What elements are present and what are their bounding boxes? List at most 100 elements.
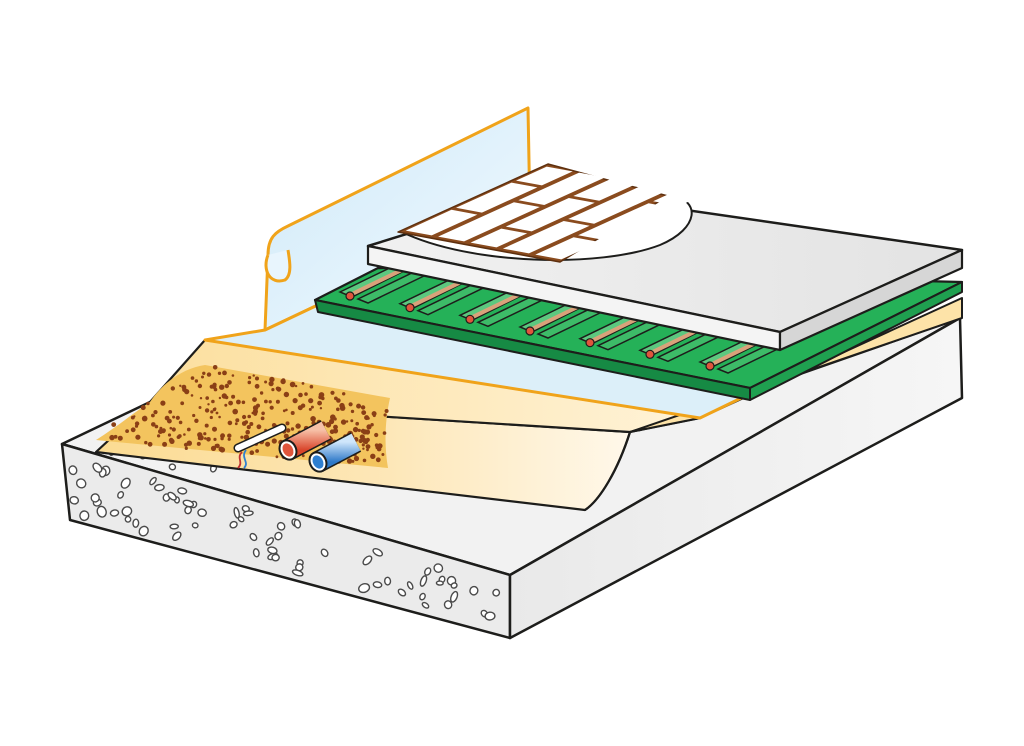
granule: [340, 419, 347, 425]
granule: [295, 423, 301, 429]
granule: [158, 429, 163, 434]
granule: [234, 422, 238, 426]
granule: [202, 371, 206, 375]
granule: [382, 431, 387, 435]
granule: [370, 423, 374, 427]
granule: [211, 384, 217, 389]
hot-water-pipe: [278, 420, 332, 461]
granule: [269, 405, 274, 410]
aggregate-stone: [132, 518, 140, 528]
granule: [254, 383, 260, 389]
parquet-plank: [470, 228, 528, 248]
granule: [199, 397, 203, 400]
aggregate-stone: [167, 491, 177, 501]
electric-cable: [233, 423, 287, 469]
granule: [362, 447, 365, 450]
granule: [204, 437, 207, 440]
granule: [222, 370, 227, 376]
aggregate-stone: [372, 581, 383, 589]
granule: [134, 421, 140, 426]
aggregate-stone: [265, 537, 275, 546]
granule: [140, 405, 146, 411]
granule: [249, 422, 254, 426]
aggregate-stone: [90, 493, 100, 503]
aggregate-stone: [69, 495, 80, 505]
aggregate-stone: [291, 569, 304, 577]
granule: [224, 403, 228, 407]
aggregate-stone: [293, 518, 302, 529]
granule: [294, 384, 298, 388]
aggregate-stone: [92, 462, 103, 473]
granule: [364, 429, 371, 435]
granule: [204, 408, 210, 413]
granule: [167, 433, 172, 437]
granule: [220, 434, 225, 439]
granule: [290, 427, 295, 431]
granule: [209, 415, 213, 420]
granule: [256, 424, 262, 430]
aggregate-stone: [271, 553, 280, 562]
aggregate-stone: [320, 548, 329, 558]
granule: [198, 435, 204, 441]
granule: [154, 424, 159, 429]
aggregate-stone: [252, 548, 260, 558]
granule: [231, 374, 235, 377]
granule: [308, 398, 314, 404]
granule: [249, 450, 255, 456]
granule: [352, 426, 359, 433]
granule: [253, 411, 258, 416]
parquet-plank: [535, 237, 600, 260]
granule: [213, 437, 217, 441]
granule: [171, 427, 176, 432]
granule: [325, 422, 332, 428]
granule: [135, 434, 141, 440]
parquet-plank-gaps: [405, 166, 703, 260]
granule: [144, 440, 148, 445]
granule: [190, 376, 195, 380]
granule: [357, 428, 361, 432]
granule: [365, 444, 371, 449]
parquet-plank: [516, 166, 573, 186]
granule: [151, 413, 155, 418]
granule: [172, 415, 176, 419]
aggregate-stone: [182, 499, 195, 508]
granule: [247, 380, 252, 385]
granule: [319, 407, 323, 410]
parquet-plank: [456, 182, 538, 213]
granule: [218, 415, 221, 419]
granule: [252, 397, 257, 402]
granule: [330, 390, 335, 395]
granule: [210, 410, 214, 414]
granule: [362, 458, 367, 463]
granule: [353, 455, 360, 462]
granule: [333, 417, 337, 421]
granule: [366, 448, 369, 452]
granule: [125, 429, 129, 433]
granule: [201, 375, 204, 379]
granule: [242, 414, 247, 420]
granule: [264, 399, 268, 404]
granule: [235, 418, 240, 423]
granule: [383, 413, 387, 417]
granule: [375, 457, 381, 463]
aggregate-stone: [443, 600, 453, 610]
granule: [374, 432, 379, 438]
granule: [342, 392, 346, 396]
granule: [280, 378, 286, 385]
granule: [147, 441, 153, 447]
granule: [214, 443, 219, 448]
granule: [178, 420, 183, 425]
parquet-plank: [578, 203, 675, 240]
granule: [260, 416, 265, 421]
granule: [286, 428, 291, 433]
aggregate-stone: [424, 567, 432, 576]
granule: [283, 433, 289, 439]
granule: [157, 434, 161, 438]
aggregate-stone: [191, 522, 199, 529]
aggregate-stone: [358, 583, 371, 594]
granule: [318, 392, 325, 398]
granule: [218, 396, 222, 400]
granule: [162, 441, 168, 447]
granule: [334, 396, 338, 401]
